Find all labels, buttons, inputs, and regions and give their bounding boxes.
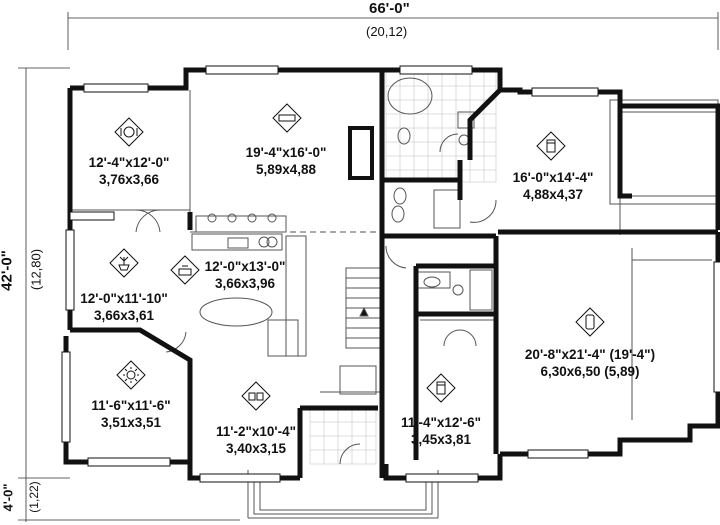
room-label-dining: 12'-4"x12'-0" 3,76x3,66 xyxy=(89,154,170,188)
room-size-imperial: 11'-2"x10'-4" xyxy=(215,424,297,439)
porch-depth-imperial: 4'-0" xyxy=(0,477,16,518)
room-size-imperial: 12'-4"x12'-0" xyxy=(88,155,170,170)
sofa-icon xyxy=(272,103,302,133)
room-size-metric: 5,89x4,88 xyxy=(255,162,317,177)
room-size-imperial: 11'-6"x11'-6" xyxy=(91,398,171,413)
room-size-metric: 3,45x3,81 xyxy=(410,432,472,447)
overall-width-metric: (20,12) xyxy=(366,24,408,39)
room-label-master-bedroom: 16'-0"x14'-4" 4,88x4,37 xyxy=(513,169,594,203)
room-size-metric: 3,66x3,61 xyxy=(93,308,155,323)
room-label-sunroom: 11'-6"x11'-6" 3,51x3,51 xyxy=(91,397,170,431)
room-size-imperial: 19'-4"x16'-0" xyxy=(245,145,327,160)
room-size-metric: 3,66x3,96 xyxy=(214,276,276,291)
room-size-metric: 3,76x3,66 xyxy=(98,172,160,187)
room-size-imperial: 20'-8"x21'-4" (19'-4") xyxy=(524,347,656,362)
bed-icon xyxy=(536,131,566,161)
dining-icon xyxy=(114,117,144,147)
overall-depth-imperial: 42'-0" xyxy=(0,245,16,296)
overall-width-imperial: 66'-0" xyxy=(366,0,413,17)
room-label-living: 19'-4"x16'-0" 5,89x4,88 xyxy=(246,144,327,178)
room-size-imperial: 12'-0"x11'-10" xyxy=(80,291,168,306)
bed-2-icon xyxy=(426,373,456,403)
room-size-imperial: 12'-0"x13'-0" xyxy=(204,259,286,274)
room-label-office: 11'-2"x10'-4" 3,40x3,15 xyxy=(216,423,296,457)
book-icon xyxy=(241,381,271,411)
pot-icon xyxy=(170,255,200,285)
room-size-metric: 3,40x3,15 xyxy=(225,441,287,456)
room-size-metric: 6,30x6,50 (5,89) xyxy=(540,364,640,379)
plant-icon xyxy=(109,248,139,278)
tiled-areas xyxy=(309,71,497,465)
overall-depth-metric: (12,80) xyxy=(28,248,44,291)
room-size-metric: 4,88x4,37 xyxy=(522,187,584,202)
room-label-bedroom-2: 11'-4"x12'-6" 3,45x3,81 xyxy=(401,414,481,448)
room-label-kitchen: 12'-0"x13'-0" 3,66x3,96 xyxy=(205,258,286,292)
dimension-lines xyxy=(18,12,719,522)
room-size-imperial: 11'-4"x12'-6" xyxy=(400,415,482,430)
windows xyxy=(61,65,720,483)
porch-depth-metric: (1,22) xyxy=(27,481,41,513)
sun-icon xyxy=(116,360,146,390)
room-label-family: 12'-0"x11'-10" 3,66x3,61 xyxy=(80,290,168,324)
room-size-metric: 3,51x3,51 xyxy=(100,415,162,430)
interior-lines xyxy=(70,77,719,519)
room-label-garage: 20'-8"x21'-4" (19'-4") 6,30x6,50 (5,89) xyxy=(525,346,655,380)
car-icon xyxy=(575,307,605,337)
room-size-imperial: 16'-0"x14'-4" xyxy=(512,170,594,185)
